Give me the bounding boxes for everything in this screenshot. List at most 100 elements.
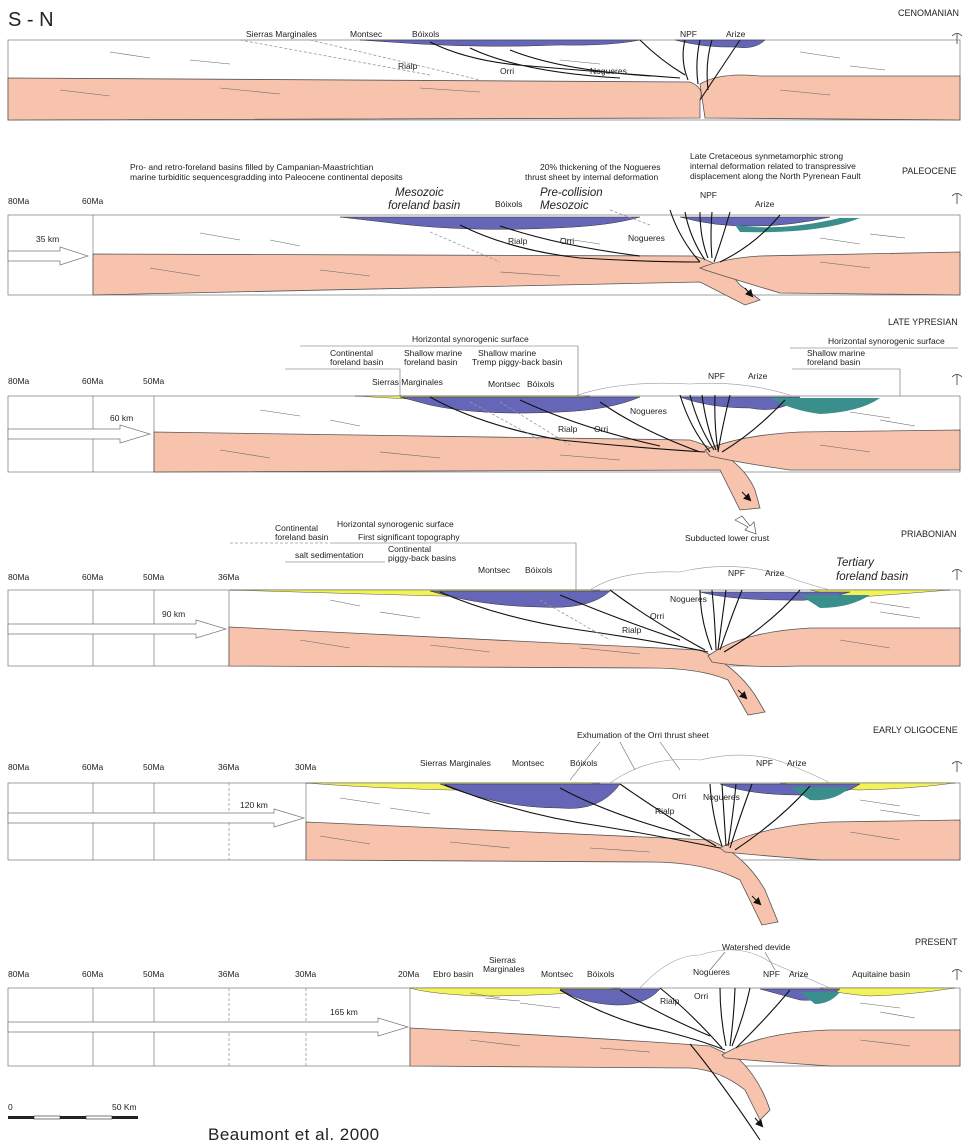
dashed-lines [239, 39, 481, 81]
label-boixols: Bóixols [587, 969, 614, 979]
age-label: 60Ma [82, 969, 104, 979]
annotation: Horizontal synorogenic surface [828, 336, 945, 346]
bracket [300, 345, 579, 396]
annotation: 20% thickening of the Nogueres [540, 162, 661, 172]
label-montsec: Montsec [488, 379, 521, 389]
faults [459, 209, 781, 263]
label-orri: Orri [650, 611, 664, 621]
mesozoic-basin [429, 590, 611, 608]
annotation: Shallow marine [404, 348, 462, 358]
italic-label: Mesozoic [540, 200, 589, 212]
annotation: foreland basin [330, 357, 384, 367]
label-boixols: Bóixols [525, 565, 552, 575]
annotation: Pro- and retro-foreland basins filled by… [130, 162, 374, 172]
bracket [330, 542, 577, 590]
dashed-lines [469, 401, 571, 446]
age-label: 60Ma [82, 196, 104, 206]
stage-early-oligocene: EARLY OLIGOCENE Exhumation of the Orri t… [7, 725, 963, 926]
label-npf: NPF [763, 969, 780, 979]
annotation: Continental [330, 348, 373, 358]
subduction-arrow [751, 895, 762, 906]
label-aquitaine-basin: Aquitaine basin [852, 969, 910, 979]
age-label: 36Ma [218, 969, 240, 979]
pointer-lines [709, 951, 776, 971]
age-label: 80Ma [8, 196, 30, 206]
annotation: Tremp piggy-back basin [472, 357, 563, 367]
pointer-lines [569, 741, 681, 781]
topography [589, 566, 831, 591]
annotation: Late Cretaceous synmetamorphic strong [690, 151, 843, 161]
label-boixols: Bóixols [495, 199, 522, 209]
subduction-arrow [741, 491, 752, 502]
stage-present: PRESENT Watershed devide 80Ma 60Ma 50Ma … [7, 937, 963, 1141]
shortening-label: 165 km [330, 1007, 358, 1017]
dashed-lines [539, 599, 611, 641]
stage-title: CENOMANIAN [898, 8, 959, 18]
italic-label: foreland basin [836, 571, 908, 583]
scale-start: 0 [8, 1102, 13, 1112]
label-nogueres: Nogueres [670, 594, 707, 604]
topography [639, 949, 831, 989]
lower-crust-north [704, 429, 961, 471]
mesozoic-basin [439, 783, 621, 809]
label-orri: Orri [560, 236, 574, 246]
label-montsec: Montsec [512, 758, 545, 768]
dashed-lines [429, 209, 651, 263]
thin-lines [299, 599, 921, 655]
annotation: Horizontal synorogenic surface [337, 519, 454, 529]
stage-late-ypresian: LATE YPRESIAN Horizontal synorogenic sur… [7, 317, 963, 511]
annotation: Subducted lower crust [685, 533, 770, 543]
lower-crust-north [707, 627, 961, 667]
lower-crust [409, 1027, 771, 1121]
faults [559, 987, 791, 1141]
label-ebro-basin: Ebro basin [433, 969, 474, 979]
thin-lines [319, 797, 921, 853]
annotation: Continental [388, 544, 431, 554]
thin-lines [469, 992, 916, 1053]
lower-crust [153, 431, 761, 511]
annotation: Shallow marine [478, 348, 536, 358]
label-boixols: Bóixols [570, 758, 597, 768]
citation: Beaumont et al. 2000 [208, 1125, 380, 1144]
label-arize: Arize [726, 29, 746, 39]
label-boixols: Bóixols [412, 29, 439, 39]
stage-title: LATE YPRESIAN [888, 317, 958, 327]
age-label: 30Ma [295, 762, 317, 772]
topography [574, 382, 791, 397]
tertiary-north [819, 987, 956, 997]
lower-crust-north [699, 74, 961, 121]
label-arize: Arize [789, 969, 809, 979]
label-orri: Orri [500, 66, 514, 76]
annotation: foreland basin [807, 357, 861, 367]
label-npf: NPF [756, 758, 773, 768]
faults [429, 39, 741, 101]
scale-bar: 0 50 Km [8, 1102, 138, 1120]
label-npf: NPF [728, 568, 745, 578]
bracket [792, 368, 901, 396]
label-arize: Arize [787, 758, 807, 768]
north-symbol-icon [951, 569, 963, 581]
mesozoic-north [674, 39, 766, 48]
stage-priabonian: PRIABONIAN Continental foreland basin Ho… [7, 515, 963, 716]
label-rialp: Rialp [558, 424, 578, 434]
age-label: 50Ma [143, 969, 165, 979]
mesozoic-basin [339, 216, 641, 230]
teal-layer [770, 398, 880, 414]
lower-crust [228, 626, 766, 716]
italic-label: Pre-collision [540, 187, 603, 199]
age-label: 50Ma [143, 572, 165, 582]
annotation: thrust sheet by internal deformation [525, 172, 659, 182]
label-arize: Arize [765, 568, 785, 578]
label-sierras: Sierras [489, 955, 516, 965]
topography [609, 754, 831, 784]
north-symbol-icon [951, 33, 963, 45]
shortening-arrow [7, 424, 152, 444]
subduction-arrow [754, 1117, 764, 1128]
italic-label: Mesozoic [395, 187, 444, 199]
label-nogueres: Nogueres [693, 967, 730, 977]
annotation: piggy-back basins [388, 553, 456, 563]
age-label: 30Ma [295, 969, 317, 979]
annotation: foreland basin [404, 357, 458, 367]
annotation: Horizontal synorogenic surface [412, 334, 529, 344]
label-nogueres: Nogueres [703, 792, 740, 802]
